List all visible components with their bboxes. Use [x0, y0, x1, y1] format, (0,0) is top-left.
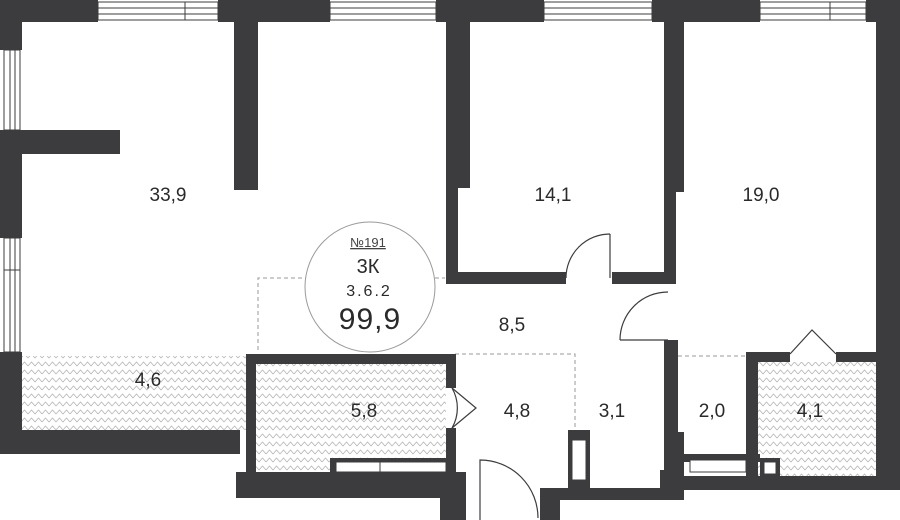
wall	[0, 0, 22, 50]
window	[329, 1, 437, 21]
wall	[660, 476, 900, 490]
wall	[0, 0, 98, 22]
apartment-type: 3К	[357, 256, 380, 278]
window	[759, 1, 867, 21]
wall	[0, 352, 22, 454]
badge-circle	[304, 221, 436, 353]
room-area-wardrobe: 2,0	[699, 401, 725, 422]
bathroom-left-floor	[256, 364, 446, 472]
door-bedroom-middle	[565, 233, 611, 279]
wall	[664, 340, 678, 436]
hallway-boundary	[257, 277, 315, 350]
entry-boundary	[455, 353, 576, 432]
wall	[234, 0, 258, 190]
door-entrance	[479, 459, 539, 520]
room-area-loggia-left: 4,6	[135, 370, 161, 391]
wall	[664, 192, 676, 284]
door-bathroom-left	[451, 387, 477, 429]
door-bathroom-right	[789, 329, 837, 355]
room-area-entry: 4,8	[504, 401, 530, 422]
wall	[446, 272, 566, 284]
apartment-number: №191	[350, 235, 386, 250]
wall	[684, 454, 760, 462]
room-area-corridor: 3,1	[599, 401, 625, 422]
wall	[236, 472, 466, 498]
wall	[746, 352, 758, 476]
room-area-hallway: 8,5	[499, 315, 525, 336]
wall	[612, 272, 676, 284]
door-bedroom-right	[619, 291, 669, 341]
wall	[664, 432, 684, 492]
wall	[836, 352, 876, 362]
apartment-total-area: 99,9	[339, 303, 401, 336]
windows	[3, 1, 867, 353]
apartment-code: 3.6.2	[346, 283, 392, 300]
bathroom-right-floor	[757, 362, 877, 476]
window	[543, 1, 653, 21]
room-area-bedroom-right: 19,0	[743, 185, 780, 206]
room-area-bathroom-left: 5,8	[351, 401, 377, 422]
wall	[540, 488, 664, 500]
wall	[446, 428, 456, 474]
wall	[246, 354, 256, 474]
wall	[446, 188, 458, 284]
doors	[451, 233, 837, 520]
fixtures	[335, 439, 777, 481]
wet-zones	[22, 356, 877, 476]
room-area-bathroom-right: 4,1	[797, 401, 823, 422]
wall	[0, 430, 240, 454]
room-area-bedroom-middle: 14,1	[535, 185, 572, 206]
wall	[746, 352, 790, 362]
window	[3, 49, 21, 131]
room-labels: 33,9 14,1 19,0 8,5 4,6 5,8 4,8 3,1 2,0 4…	[135, 185, 823, 422]
wall	[22, 130, 120, 154]
wall	[446, 354, 456, 388]
wall	[0, 130, 22, 238]
window	[97, 1, 219, 21]
apartment-badge: №191 3К 3.6.2 99,9	[304, 221, 436, 353]
window	[3, 237, 21, 353]
wall	[440, 472, 466, 520]
loggia-left-floor	[22, 356, 250, 430]
wall	[246, 354, 456, 364]
wall	[664, 0, 684, 192]
wall	[876, 0, 900, 490]
wall	[446, 0, 470, 188]
room-area-living-room: 33,9	[150, 185, 187, 206]
